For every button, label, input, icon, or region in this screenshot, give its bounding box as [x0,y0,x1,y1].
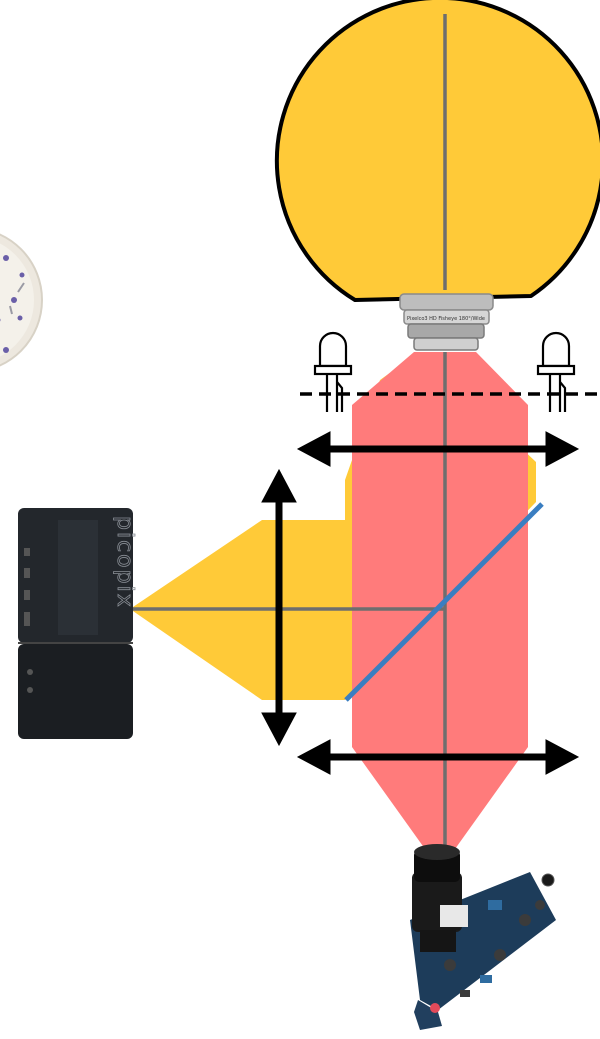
led-icon [315,333,351,412]
petri-dish [0,228,42,372]
led-icon [538,333,574,412]
projector-icon: picopix [18,508,137,739]
imaging-beam [352,352,528,870]
fisheye-lens-engraving: Pixelco3 HD Fisheye 180°/Wide [407,316,485,322]
projector-brand: picopix [112,516,137,609]
fisheye-lens-icon: Pixelco3 HD Fisheye 180°/Wide [400,294,493,350]
fisheye-dome [277,0,600,300]
camera-board-icon [410,844,556,1030]
